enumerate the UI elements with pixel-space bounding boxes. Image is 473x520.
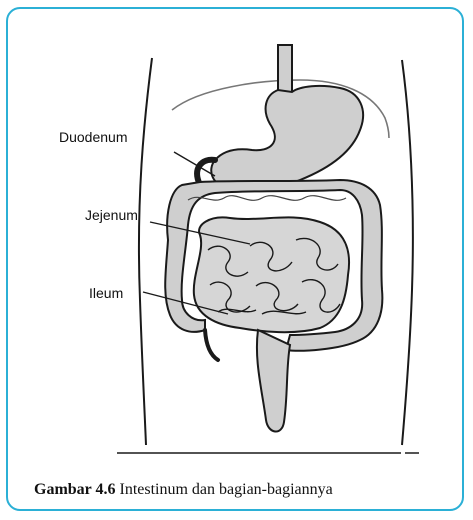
torso-outline bbox=[139, 58, 152, 445]
duodenum-label: Duodenum bbox=[59, 129, 128, 145]
figure-number: Gambar 4.6 bbox=[34, 481, 115, 498]
rectum bbox=[257, 330, 290, 432]
small-intestine bbox=[194, 217, 349, 332]
appendix bbox=[205, 330, 218, 360]
stomach bbox=[211, 86, 363, 190]
torso-outline-right bbox=[402, 60, 413, 445]
jejenum-label: Jejenum bbox=[85, 207, 138, 223]
figure-caption: Gambar 4.6 Intestinum dan bagian-bagiann… bbox=[34, 481, 333, 499]
figure-caption-text: Intestinum dan bagian-bagiannya bbox=[119, 481, 332, 498]
esophagus bbox=[278, 45, 292, 97]
ileum-label: Ileum bbox=[89, 285, 123, 301]
colon-haustra bbox=[188, 196, 346, 201]
